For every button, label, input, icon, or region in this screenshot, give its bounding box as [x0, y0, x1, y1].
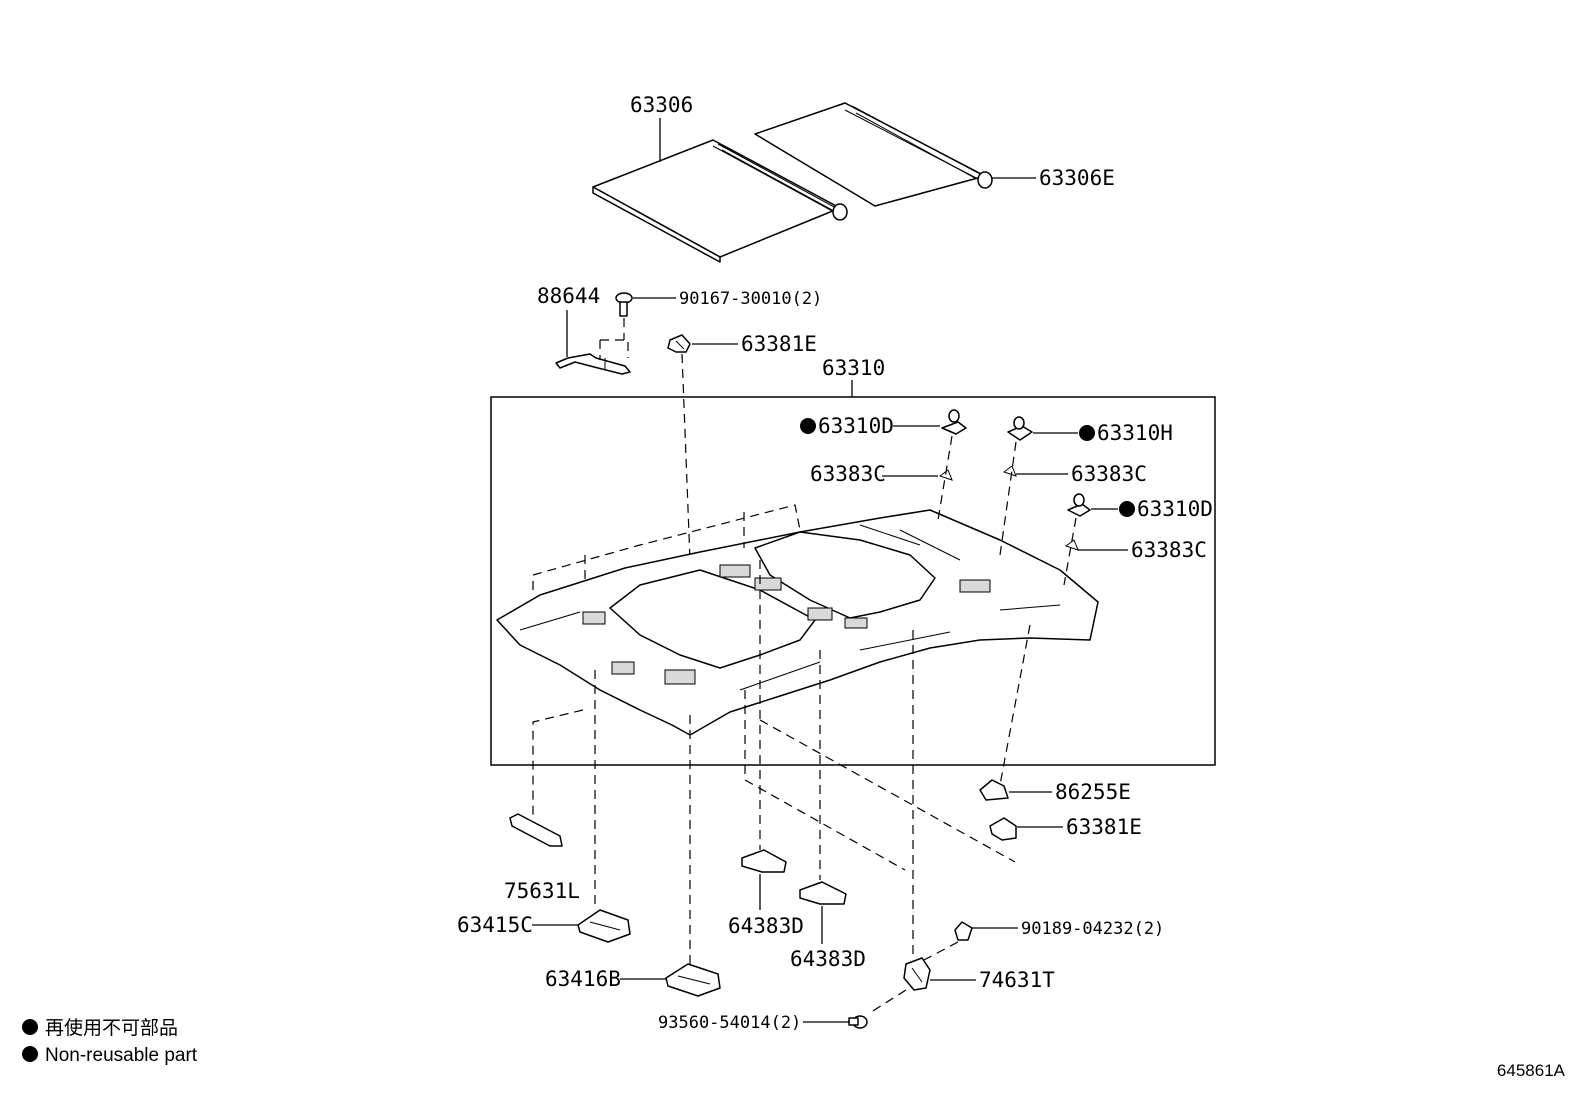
label-63383C-c: 63383C — [1131, 538, 1207, 562]
label-93560-54014: 93560-54014(2) — [658, 1013, 801, 1033]
lamp-63415C[interactable] — [577, 909, 631, 943]
diagram-reference: 645861A — [1497, 1061, 1566, 1080]
cover-64383D-a[interactable] — [741, 849, 787, 873]
clip-63310D-a[interactable] — [941, 409, 967, 435]
label-63310H: 63310H — [1097, 421, 1173, 445]
bracket-74631T[interactable] — [903, 957, 931, 991]
label-63310: 63310 — [822, 356, 885, 380]
label-63416B: 63416B — [545, 967, 621, 991]
label-63381E-bottom: 63381E — [1066, 815, 1142, 839]
screw-93560[interactable] — [848, 1015, 868, 1029]
part-86255E[interactable] — [979, 779, 1009, 801]
clip-63381E-top[interactable] — [667, 334, 691, 353]
label-63310D-b: 63310D — [1137, 497, 1213, 521]
non-reusable-marker-63310D-b — [1119, 501, 1135, 517]
legend-text-jp: 再使用不可部品 — [45, 1017, 178, 1039]
legend-bullet-jp — [22, 1019, 38, 1035]
non-reusable-marker-63310D-a — [800, 418, 816, 434]
label-63383C-a: 63383C — [810, 462, 886, 486]
label-75631L: 75631L — [504, 879, 580, 903]
label-63381E-top: 63381E — [741, 332, 817, 356]
label-63306E: 63306E — [1039, 166, 1115, 190]
label-63383C-b: 63383C — [1071, 462, 1147, 486]
moulding-75631L[interactable] — [509, 813, 563, 847]
legend-bullet-en — [22, 1046, 38, 1062]
non-reusable-marker-63310H — [1079, 425, 1095, 441]
label-90189-04232: 90189-04232(2) — [1021, 919, 1164, 939]
clip-63310D-b[interactable] — [1067, 493, 1091, 517]
legend-text-en: Non-reusable part — [45, 1045, 198, 1066]
cover-64383D-b[interactable] — [799, 881, 847, 905]
label-64383D-b: 64383D — [790, 947, 866, 971]
label-63306: 63306 — [630, 93, 693, 117]
label-63310D-a: 63310D — [818, 414, 894, 438]
headlining-panel[interactable] — [496, 509, 1099, 736]
sunshade-roller-front[interactable] — [592, 139, 848, 263]
label-88644: 88644 — [537, 284, 600, 308]
label-63415C: 63415C — [457, 913, 533, 937]
clip-63310H[interactable] — [1007, 416, 1033, 441]
screw-90167[interactable] — [615, 292, 633, 317]
clip-63381E-bottom[interactable] — [989, 817, 1017, 841]
headlining-assembly-frame — [490, 396, 1216, 766]
label-90167-30010: 90167-30010(2) — [679, 289, 822, 309]
lamp-63416B[interactable] — [665, 963, 721, 997]
label-64383D-a: 64383D — [728, 914, 804, 938]
label-86255E: 86255E — [1055, 780, 1131, 804]
bracket-88644[interactable] — [555, 353, 631, 375]
sunshade-roller-rear[interactable] — [754, 102, 993, 207]
clip-90189[interactable] — [954, 921, 973, 941]
label-74631T: 74631T — [979, 968, 1055, 992]
